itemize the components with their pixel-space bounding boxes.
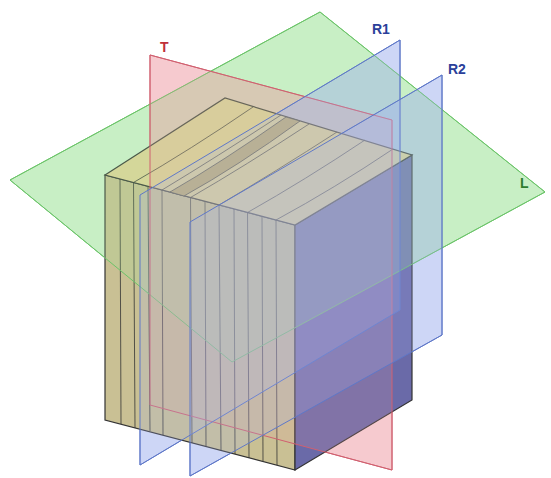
- plane-label: R2: [448, 62, 466, 76]
- plane-label: T: [160, 40, 169, 54]
- radial-plane-2-front: [190, 75, 442, 476]
- plane-label: L: [520, 176, 529, 190]
- plane-label: R1: [372, 22, 390, 36]
